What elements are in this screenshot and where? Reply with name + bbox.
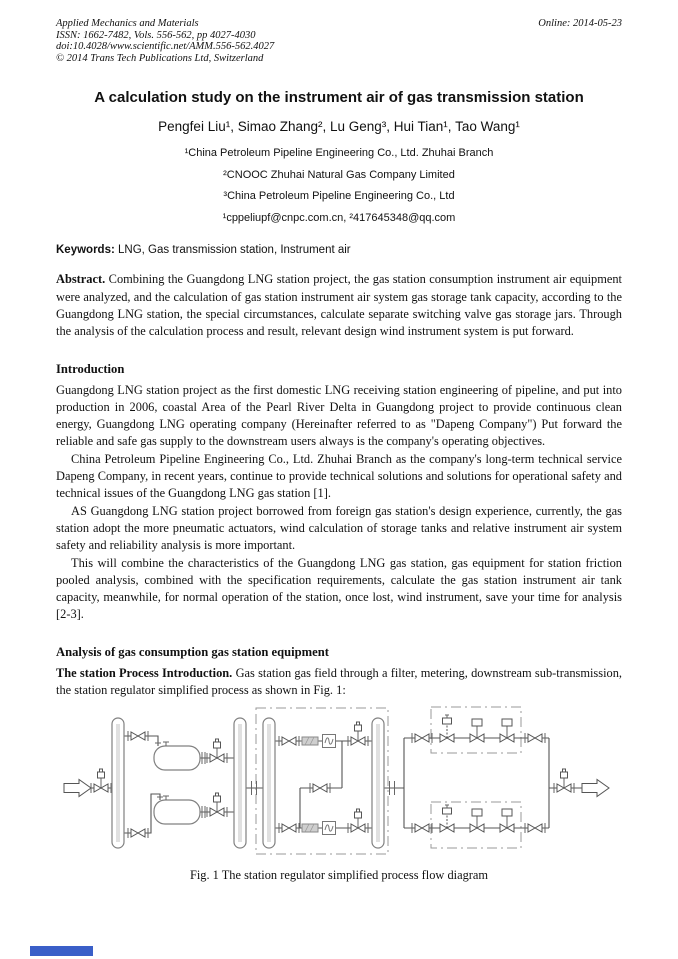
- section-heading-introduction: Introduction: [56, 361, 125, 376]
- regulator-inlet-valve-icon: [411, 732, 433, 744]
- meter-outlet-valve-icon: [348, 809, 368, 833]
- affiliation-1: ¹China Petroleum Pipeline Engineering Co…: [184, 147, 494, 160]
- metering-inlet-manifold: [261, 716, 277, 851]
- pressure-regulator-icon: [439, 804, 455, 833]
- filter-vessel-bottom: [153, 795, 201, 825]
- abstract-text: Combining the Guangdong LNG station proj…: [56, 272, 622, 339]
- copyright-line: © 2014 Trans Tech Publications Ltd, Swit…: [56, 52, 264, 64]
- filter-inlet-valve-icon: [127, 827, 149, 839]
- affiliations: ¹China Petroleum Pipeline Engineering Co…: [56, 143, 622, 229]
- metering-outlet-manifold: [370, 716, 386, 851]
- bypass-valve-icon: [309, 782, 331, 794]
- filter-outlet-manifold: [232, 716, 248, 851]
- keywords-line: Keywords: LNG, Gas transmission station,…: [56, 244, 622, 256]
- control-valve-icon: [469, 808, 485, 833]
- paper-title: A calculation study on the instrument ai…: [94, 89, 584, 107]
- keywords-label: Keywords:: [56, 244, 115, 257]
- doi-line: doi:10.4028/www.scientific.net/AMM.556-5…: [56, 41, 275, 53]
- filter-inlet-valve-icon: [127, 730, 149, 742]
- regulator-run-bottom-boundary: [430, 801, 522, 849]
- filter-vessel-top: [153, 741, 201, 771]
- footer-highlight-bar: [30, 946, 93, 956]
- online-date: Online: 2014-05-23: [538, 18, 622, 29]
- control-valve-icon: [469, 718, 485, 743]
- process-introduction-text: Gas station gas field through a filter, …: [56, 665, 623, 698]
- process-flow-diagram: [63, 706, 610, 855]
- control-valve-icon: [499, 718, 515, 743]
- regulator-outlet-valve-icon: [524, 822, 546, 834]
- inlet-valve-icon: [91, 769, 111, 793]
- abstract-label: Abstract.: [56, 272, 106, 287]
- affiliation-3: ³China Petroleum Pipeline Engineering Co…: [223, 190, 455, 203]
- meter-run-valve-icon: [278, 822, 300, 834]
- meter-outlet-valve-icon: [348, 722, 368, 746]
- outlet-valve-icon: [554, 769, 574, 793]
- process-introduction-paragraph: The station Process Introduction. Gas st…: [56, 665, 622, 700]
- authors-line: Pengfei Liu¹, Simao Zhang², Lu Geng³, Hu…: [158, 119, 520, 135]
- pressure-regulator-icon: [439, 714, 455, 743]
- inlet-manifold: [110, 716, 126, 851]
- intro-paragraph-1: Guangdong LNG station project as the fir…: [56, 382, 622, 449]
- regulator-outlet-valve-icon: [524, 732, 546, 744]
- regulator-run-top-boundary: [430, 706, 522, 754]
- intro-paragraph-3: AS Guangdong LNG station project borrowe…: [56, 503, 622, 553]
- intro-paragraph-2: China Petroleum Pipeline Engineering Co.…: [56, 451, 622, 501]
- journal-header: Applied Mechanics and Materials ISSN: 16…: [56, 18, 622, 64]
- section-heading-analysis: Analysis of gas consumption gas station …: [56, 644, 329, 659]
- regulator-inlet-valve-icon: [411, 822, 433, 834]
- affiliation-2: ²CNOOC Zhuhai Natural Gas Company Limite…: [223, 168, 455, 181]
- issn-line: ISSN: 1662-7482, Vols. 556-562, pp 4027-…: [56, 29, 256, 41]
- figure-caption: Fig. 1 The station regulator simplified …: [189, 868, 489, 883]
- inlet-arrow-icon: [63, 779, 92, 798]
- flow-meter-icon: [322, 734, 336, 749]
- meter-run-valve-icon: [278, 735, 300, 747]
- journal-name: Applied Mechanics and Materials: [56, 18, 199, 29]
- figure-1: Fig. 1 The station regulator simplified …: [56, 706, 622, 883]
- abstract: Abstract. Combining the Guangdong LNG st…: [56, 271, 622, 340]
- process-introduction-lead: The station Process Introduction.: [56, 665, 233, 680]
- journal-header-left: Applied Mechanics and Materials ISSN: 16…: [56, 18, 274, 64]
- filter-outlet-valve-icon: [207, 793, 227, 817]
- intro-paragraph-4: This will combine the characteristics of…: [56, 555, 622, 622]
- filter-outlet-valve-icon: [207, 739, 227, 763]
- emails-line: ¹cppeliupf@cnpc.com.cn, ²417645348@qq.co…: [222, 211, 456, 224]
- keywords-text: LNG, Gas transmission station, Instrumen…: [114, 244, 351, 257]
- control-valve-icon: [499, 808, 515, 833]
- flow-meter-icon: [322, 821, 336, 836]
- flange-ticks: [155, 742, 206, 819]
- outlet-arrow-icon: [581, 779, 610, 798]
- flow-conditioner-icon: [301, 736, 319, 746]
- flow-conditioner-icon: [301, 823, 319, 833]
